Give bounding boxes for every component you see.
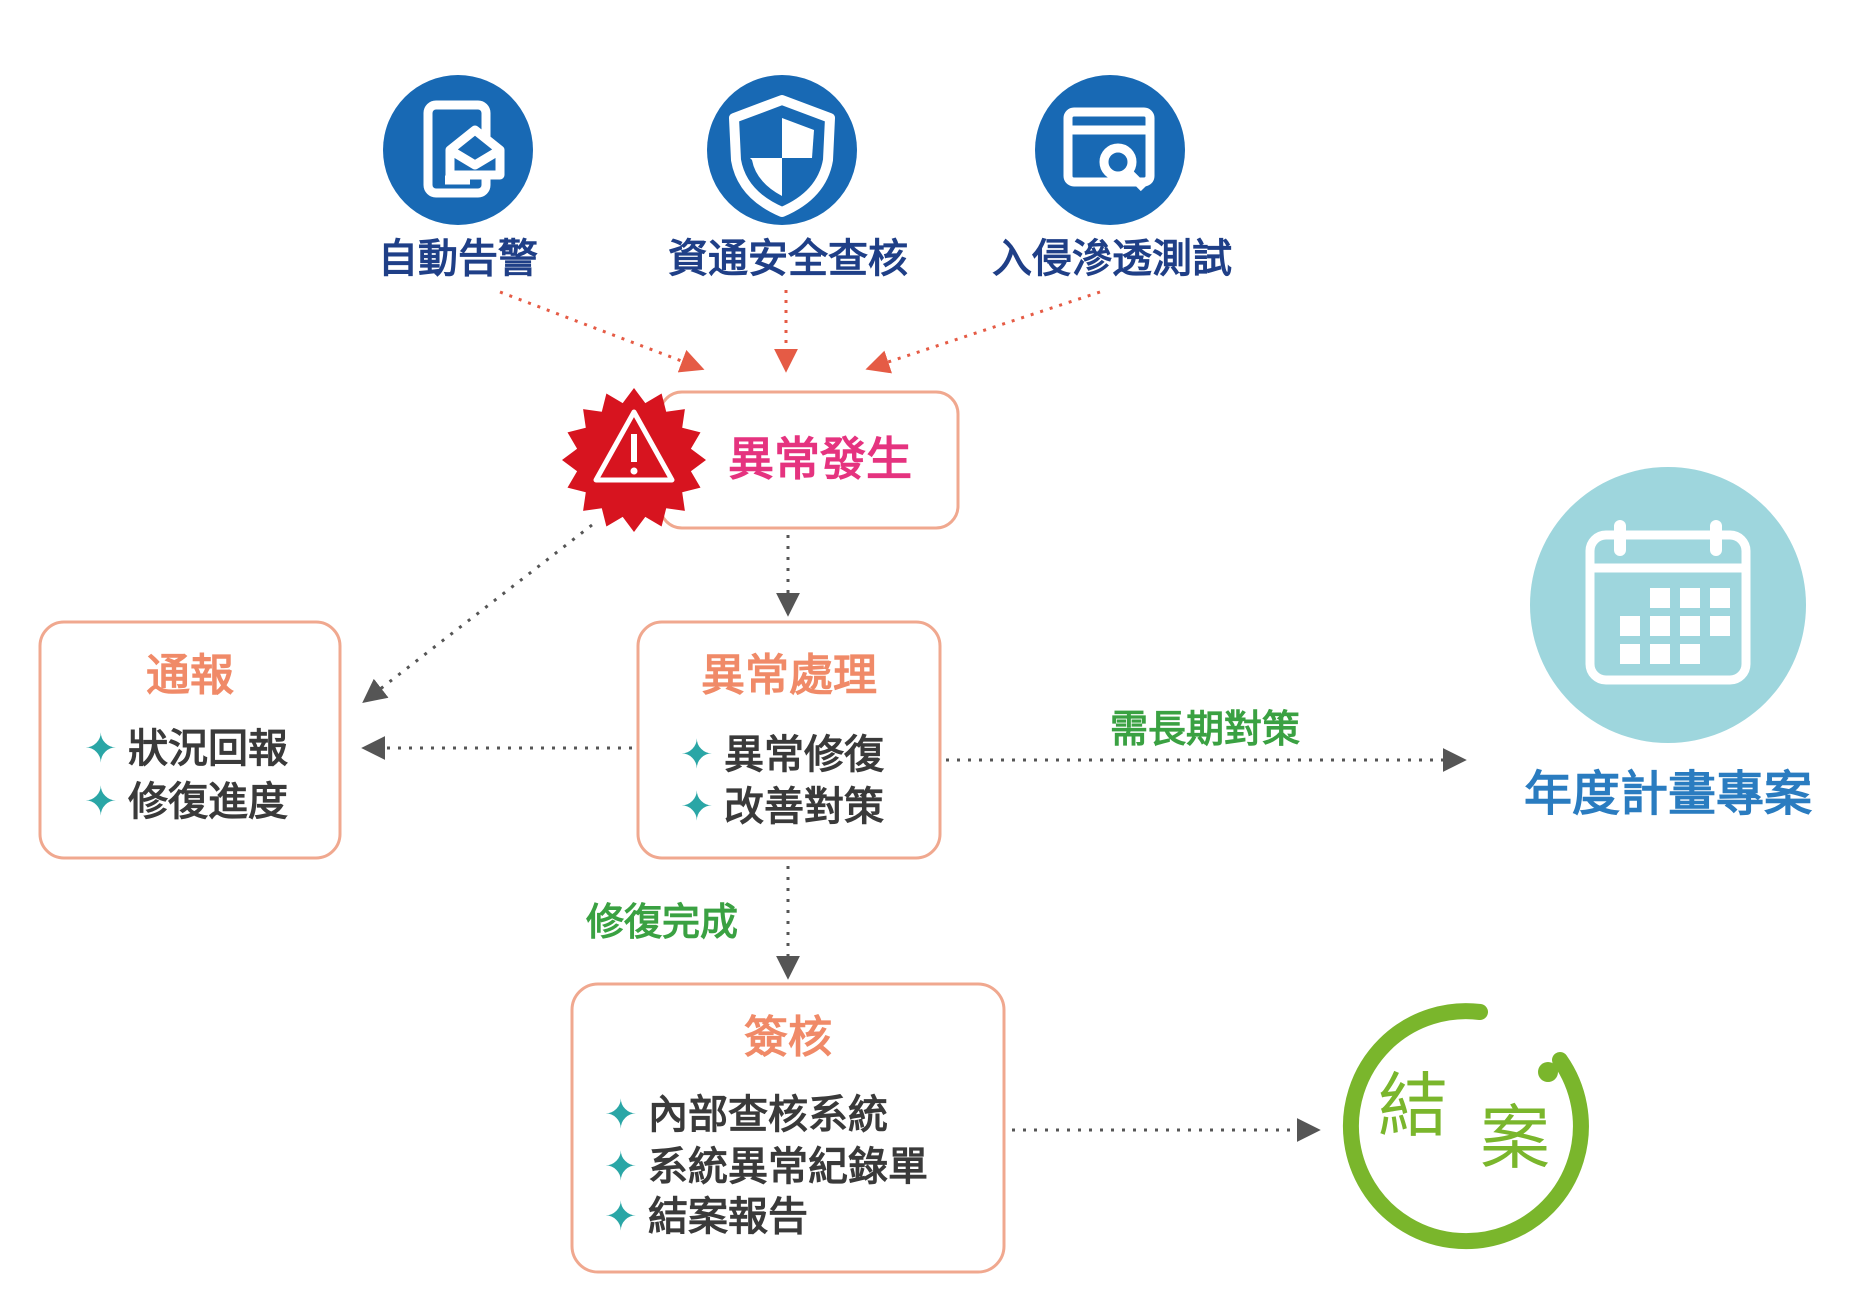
source-label: 入侵滲透測試 [992,236,1232,282]
bullet-star-icon: ✦ [604,1144,638,1190]
handling-box [636,620,942,860]
bullet-star-icon: ✦ [680,732,714,778]
close-case-node: 結 案 [1342,1003,1589,1250]
review-node: 簽核 ✦ 內部查核系統 ✦ 系統異常紀錄單 ✦ 結案報告 [570,982,1006,1274]
shield-icon [729,95,835,217]
review-box [570,982,1006,1274]
tablet-envelope-icon [423,100,505,198]
close-label-2: 案 [1480,1097,1550,1179]
bullet-star-icon: ✦ [84,779,118,825]
handling-title: 異常處理 [701,650,877,701]
report-item: 狀況回報 [128,726,288,772]
close-ring [1342,1003,1589,1250]
report-title: 通報 [146,650,234,701]
bullet-star-icon: ✦ [604,1092,638,1138]
source-security-audit: 資通安全查核 [668,75,908,282]
handling-item: 改善對策 [724,784,884,830]
browser-search-icon [1063,107,1155,192]
anomaly-title: 異常發生 [728,432,912,486]
close-ring-dot [1538,1062,1558,1082]
close-label-1: 結 [1378,1065,1448,1147]
review-item: 內部查核系統 [648,1092,888,1138]
edge-alert-to-anomaly [499,290,705,373]
repair-done-label: 修復完成 [586,900,738,944]
calendar-icon [1585,520,1751,685]
warning-icon [562,388,706,532]
report-item: 修復進度 [128,779,288,825]
annual-project-node: 年度計畫專案 [1524,467,1813,822]
source-label: 自動告警 [378,236,538,282]
long-term-label: 需長期對策 [1110,707,1300,751]
review-title: 簽核 [744,1012,832,1063]
anomaly-node: 異常發生 [562,388,960,532]
bullet-star-icon: ✦ [680,784,714,830]
annual-project-label: 年度計畫專案 [1524,766,1813,822]
bullet-star-icon: ✦ [604,1194,638,1240]
review-item: 系統異常紀錄單 [648,1144,928,1190]
review-item: 結案報告 [648,1194,808,1240]
source-auto-alert: 自動告警 [378,75,538,282]
edge-pentest-to-anomaly [865,290,1101,374]
report-box [38,620,342,860]
handling-node: 異常處理 ✦ 異常修復 ✦ 改善對策 [636,620,942,860]
source-label: 資通安全查核 [668,236,908,282]
edge-anomaly-to-report [362,523,593,703]
handling-item: 異常修復 [724,732,885,778]
bullet-star-icon: ✦ [84,726,118,772]
source-penetration-test: 入侵滲透測試 [992,75,1232,282]
report-node: 通報 ✦ 狀況回報 ✦ 修復進度 [38,620,342,860]
